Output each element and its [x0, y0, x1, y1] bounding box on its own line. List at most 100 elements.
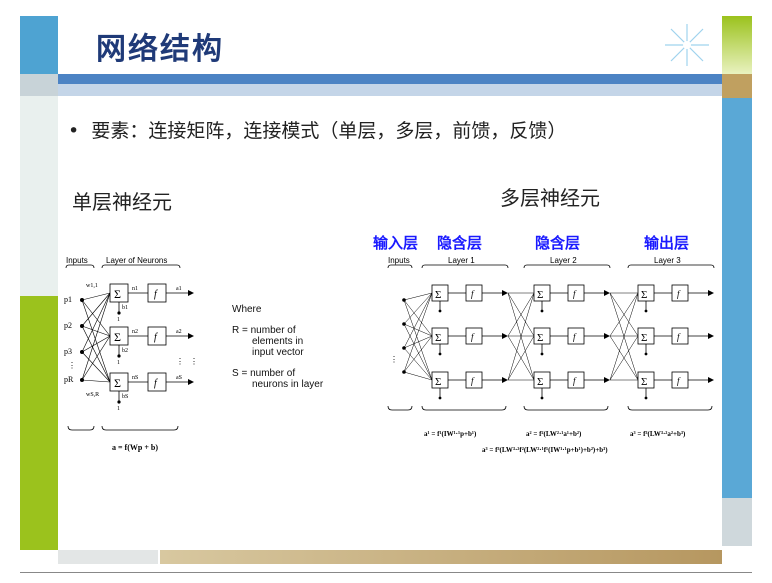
- ellipsis-icon: ⋮: [190, 357, 198, 366]
- activation-icon: f: [677, 376, 681, 386]
- layer-label-output: 输出层: [644, 234, 690, 252]
- frame-left-pale: [20, 96, 58, 296]
- output-label: a1: [176, 286, 182, 292]
- ml-equation-full: a³ = f³(LW³·²f²(LW²·¹f¹(IW¹·¹p+b¹)+b²)+b…: [482, 446, 608, 454]
- bias-label: bS: [122, 394, 128, 400]
- input-p3: p3: [64, 347, 72, 356]
- arrow-icon: [604, 290, 610, 296]
- arrow-icon: [708, 377, 714, 383]
- frame-left-green: [20, 296, 58, 550]
- s-definition-1: S = number of: [232, 368, 296, 379]
- arrow-icon: [502, 290, 508, 296]
- inputs-label: Inputs: [66, 256, 88, 265]
- footer-line: [20, 572, 752, 573]
- footer-bar-left: [58, 550, 158, 564]
- activation-icon: f: [471, 376, 475, 386]
- ellipsis-icon: ⋮: [176, 357, 184, 366]
- frame-right-tan: [722, 74, 752, 98]
- activation-icon: f: [573, 376, 577, 386]
- arrow-icon: [604, 333, 610, 339]
- ml-equation-1: a¹ = f¹(IW¹·¹p+b¹): [424, 430, 477, 438]
- title-underline-pale: [58, 84, 722, 96]
- activation-node: [567, 327, 585, 345]
- activation-icon: f: [154, 289, 158, 300]
- ml-layer-1-label: Layer 1: [448, 256, 475, 265]
- arrow-icon: [708, 290, 714, 296]
- multi-layer-label: 多层神经元: [500, 186, 600, 210]
- input-pR: pR: [64, 375, 74, 384]
- activation-icon: f: [154, 378, 158, 389]
- activation-icon: f: [154, 332, 158, 343]
- ml-equation-3: a³ = f³(LW³·²a²+b³): [630, 430, 686, 438]
- net-label: n2: [132, 329, 138, 335]
- sum-icon: Σ: [114, 376, 121, 390]
- activation-icon: f: [573, 289, 577, 299]
- arrow-icon: [604, 377, 610, 383]
- input-p2: p2: [64, 321, 72, 330]
- bias-label: b2: [122, 348, 128, 354]
- frame-right-grey: [722, 498, 752, 546]
- ellipsis-icon: ⋮: [68, 361, 76, 370]
- ml-layer-2-label: Layer 2: [550, 256, 577, 265]
- single-layer-label: 单层神经元: [72, 190, 172, 214]
- arrow-icon: [188, 290, 194, 296]
- sum-icon: Σ: [641, 376, 647, 388]
- activation-node: [671, 371, 689, 389]
- activation-node: [465, 371, 483, 389]
- activation-node: [567, 284, 585, 302]
- footer-bar: [160, 550, 722, 564]
- where-legend: Where R = number of elements in input ve…: [232, 304, 323, 390]
- arrow-icon: [188, 333, 194, 339]
- s-definition-2: neurons in layer: [252, 379, 324, 390]
- output-label: aS: [176, 375, 182, 381]
- weight-bottom: wS,R: [86, 392, 99, 398]
- sum-icon: Σ: [435, 332, 441, 344]
- activation-node: [147, 372, 167, 392]
- r-definition-3: input vector: [252, 347, 304, 358]
- sum-icon: Σ: [641, 289, 647, 301]
- activation-node: [567, 371, 585, 389]
- ml-inputs-label: Inputs: [388, 256, 410, 265]
- r-definition-1: R = number of: [232, 325, 296, 336]
- activation-node: [671, 327, 689, 345]
- single-equation: a = f(Wp + b): [112, 443, 158, 452]
- frame-right-green: [722, 16, 752, 74]
- single-layer-diagram: Inputs Layer of Neurons p1 p2 p3 pR w1,1…: [64, 256, 198, 452]
- frame-left-blue: [20, 16, 58, 74]
- layer-label-hidden-2: 隐含层: [535, 234, 581, 252]
- where-heading: Where: [232, 304, 262, 315]
- title-underline: [58, 74, 722, 84]
- weight-top: w1,1: [86, 283, 98, 289]
- bullet-text: 要素：连接矩阵，连接模式（单层，多层，前馈，反馈）: [91, 120, 567, 142]
- activation-node: [147, 283, 167, 303]
- arrow-icon: [708, 333, 714, 339]
- layer-label: Layer of Neurons: [106, 256, 167, 265]
- activation-icon: f: [471, 289, 475, 299]
- sum-icon: Σ: [435, 376, 441, 388]
- bias-one: 1: [117, 406, 120, 412]
- sum-icon: Σ: [537, 376, 543, 388]
- input-p1: p1: [64, 295, 72, 304]
- arrow-icon: [502, 377, 508, 383]
- sum-icon: Σ: [537, 332, 543, 344]
- sparkle-icon: [665, 24, 709, 66]
- bias-one: 1: [117, 360, 120, 366]
- sum-icon: Σ: [435, 289, 441, 301]
- arrow-icon: [188, 379, 194, 385]
- sum-icon: Σ: [114, 287, 121, 301]
- activation-icon: f: [471, 332, 475, 342]
- sum-icon: Σ: [641, 332, 647, 344]
- output-label: a2: [176, 329, 182, 335]
- arrow-icon: [502, 333, 508, 339]
- net-label: nS: [132, 375, 138, 381]
- title-bar: [58, 16, 722, 74]
- bullet-item: • 要素：连接矩阵，连接模式（单层，多层，前馈，反馈）: [68, 116, 566, 143]
- layer-label-hidden-1: 隐含层: [437, 234, 483, 252]
- bullet-dot-icon: •: [68, 120, 80, 142]
- ellipsis-icon: ⋮: [390, 355, 398, 364]
- frame-right-blue: [722, 98, 752, 498]
- ml-layer-3-label: Layer 3: [654, 256, 681, 265]
- activation-icon: f: [677, 332, 681, 342]
- activation-node: [671, 284, 689, 302]
